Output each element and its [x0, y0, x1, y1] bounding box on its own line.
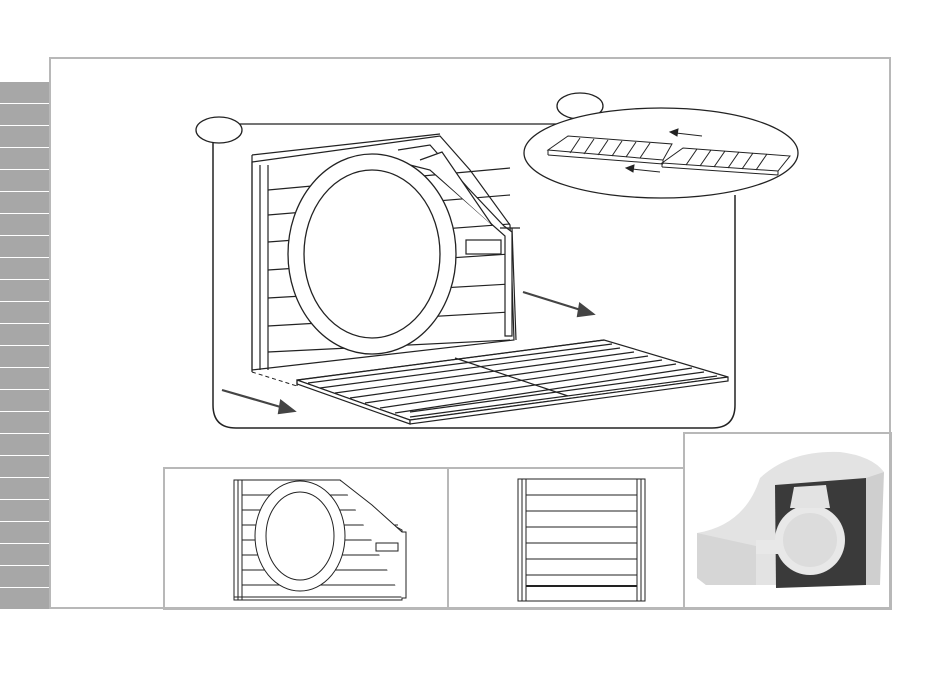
step-badge [196, 117, 242, 143]
back-wall-thumbnail-frame [447, 467, 685, 610]
alignment-guide [252, 372, 297, 386]
preview-thumbnail-frame [683, 432, 892, 610]
round-window-frame [288, 154, 456, 354]
front-wall-thumbnail-frame [163, 467, 449, 610]
